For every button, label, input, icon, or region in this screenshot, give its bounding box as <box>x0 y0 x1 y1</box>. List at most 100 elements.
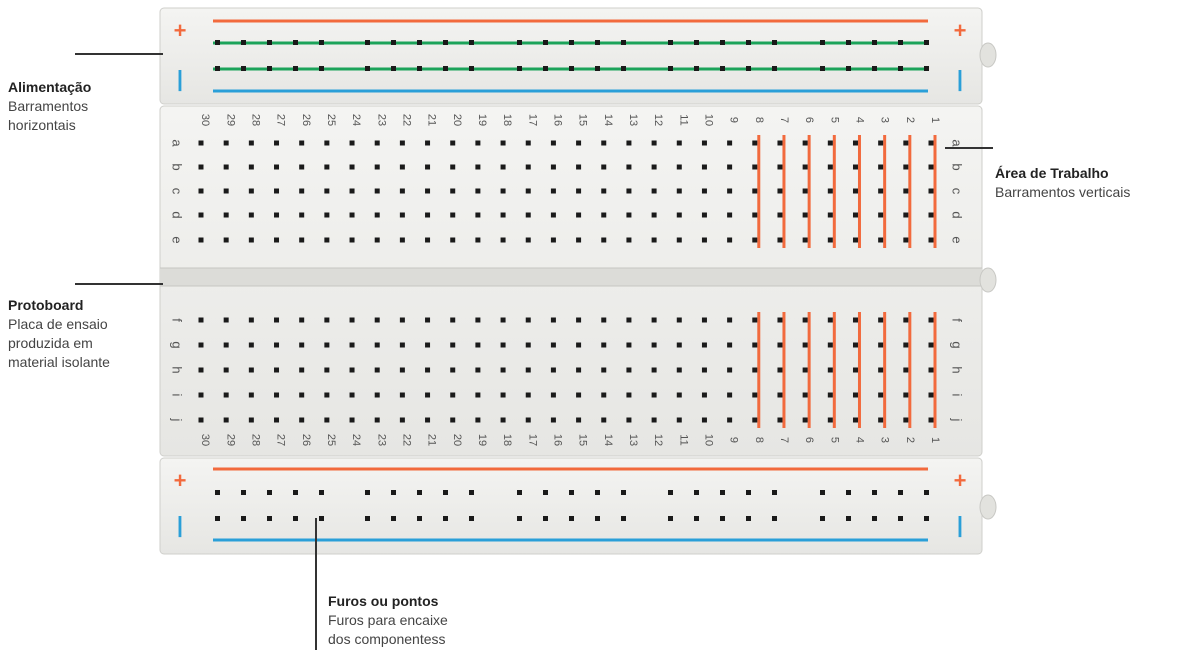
terminal-hole <box>399 417 405 423</box>
terminal-hole <box>626 237 632 243</box>
plus-sign: + <box>954 18 967 43</box>
bottom-rail-hole <box>443 516 448 521</box>
column-number-label-top: 24 <box>350 114 362 126</box>
top-rail-hole <box>517 66 522 71</box>
column-number-label-bottom: 10 <box>703 434 715 446</box>
terminal-hole <box>601 140 607 146</box>
terminal-hole <box>299 367 305 373</box>
column-number-label-top: 8 <box>753 117 765 123</box>
bottom-rail-hole <box>569 516 574 521</box>
column-number-label-bottom: 13 <box>627 434 639 446</box>
terminal-hole <box>223 212 229 218</box>
terminal-hole <box>651 212 657 218</box>
holes-callout-line2: dos componentess <box>328 631 446 647</box>
terminal-hole <box>274 342 280 348</box>
row-letter-left: c <box>170 188 185 195</box>
terminal-hole <box>500 164 506 170</box>
terminal-hole <box>425 367 431 373</box>
row-letter-right: g <box>950 341 965 348</box>
terminal-hole <box>777 417 783 423</box>
terminal-hole <box>852 392 858 398</box>
terminal-hole <box>248 317 254 323</box>
terminal-hole <box>601 212 607 218</box>
column-number-label-top: 21 <box>426 114 438 126</box>
terminal-hole <box>802 188 808 194</box>
terminal-hole <box>500 188 506 194</box>
terminal-hole <box>550 392 556 398</box>
terminal-hole <box>374 237 380 243</box>
column-number-label-top: 18 <box>501 114 513 126</box>
column-number-label-top: 12 <box>652 114 664 126</box>
terminal-hole <box>752 417 758 423</box>
column-number-label-bottom: 5 <box>828 437 840 443</box>
column-number-label-bottom: 19 <box>476 434 488 446</box>
column-number-label-bottom: 16 <box>552 434 564 446</box>
terminal-hole <box>475 212 481 218</box>
column-number-label-top: 6 <box>803 117 815 123</box>
terminal-hole <box>676 237 682 243</box>
terminal-hole <box>852 164 858 170</box>
top-rail-hole <box>720 40 725 45</box>
terminal-hole <box>626 392 632 398</box>
top-rail-hole <box>543 66 548 71</box>
top-rail-hole <box>319 66 324 71</box>
terminal-hole <box>248 237 254 243</box>
bottom-rail-hole <box>846 490 851 495</box>
terminal-hole <box>802 237 808 243</box>
terminal-hole <box>928 188 934 194</box>
top-rail-hole <box>293 66 298 71</box>
terminal-hole <box>299 417 305 423</box>
terminal-hole <box>475 367 481 373</box>
terminal-hole <box>500 342 506 348</box>
top-rail-hole <box>924 40 929 45</box>
bottom-rail-hole <box>694 490 699 495</box>
terminal-hole <box>500 417 506 423</box>
terminal-hole <box>676 417 682 423</box>
terminal-hole <box>349 140 355 146</box>
terminal-hole <box>903 417 909 423</box>
terminal-hole <box>525 237 531 243</box>
column-number-label-top: 11 <box>677 114 689 125</box>
minus-sign: | <box>957 512 963 537</box>
terminal-hole <box>752 342 758 348</box>
terminal-hole <box>928 237 934 243</box>
bottom-rail-hole <box>898 490 903 495</box>
bottom-rail-hole <box>595 490 600 495</box>
terminal-hole <box>450 342 456 348</box>
work-area-callout-line1: Barramentos verticais <box>995 184 1131 200</box>
terminal-hole <box>349 367 355 373</box>
column-number-label-bottom: 18 <box>501 434 513 446</box>
terminal-hole <box>248 164 254 170</box>
terminal-hole <box>852 342 858 348</box>
power-callout-line2: horizontais <box>8 117 76 133</box>
top-rail-hole <box>668 66 673 71</box>
terminal-hole <box>324 164 330 170</box>
terminal-hole <box>425 164 431 170</box>
terminal-hole <box>676 188 682 194</box>
terminal-hole <box>525 317 531 323</box>
center-channel <box>160 268 982 286</box>
terminal-hole <box>626 188 632 194</box>
row-letter-left: h <box>170 366 185 373</box>
column-number-label-bottom: 28 <box>249 434 261 446</box>
bottom-rail-hole <box>720 490 725 495</box>
terminal-hole <box>299 317 305 323</box>
bottom-rail-hole <box>924 516 929 521</box>
terminal-hole <box>928 164 934 170</box>
terminal-hole <box>374 342 380 348</box>
column-number-label-bottom: 21 <box>426 434 438 446</box>
terminal-hole <box>651 188 657 194</box>
top-rail-hole <box>694 66 699 71</box>
top-rail-hole <box>241 66 246 71</box>
top-rail-hole <box>267 66 272 71</box>
terminal-hole <box>550 164 556 170</box>
top-rail-hole <box>746 66 751 71</box>
terminal-hole <box>525 188 531 194</box>
column-number-label-top: 13 <box>627 114 639 126</box>
terminal-hole <box>450 188 456 194</box>
terminal-hole <box>475 417 481 423</box>
bottom-rail-hole <box>621 516 626 521</box>
column-number-label-top: 17 <box>526 114 538 126</box>
column-number-label-bottom: 26 <box>300 434 312 446</box>
